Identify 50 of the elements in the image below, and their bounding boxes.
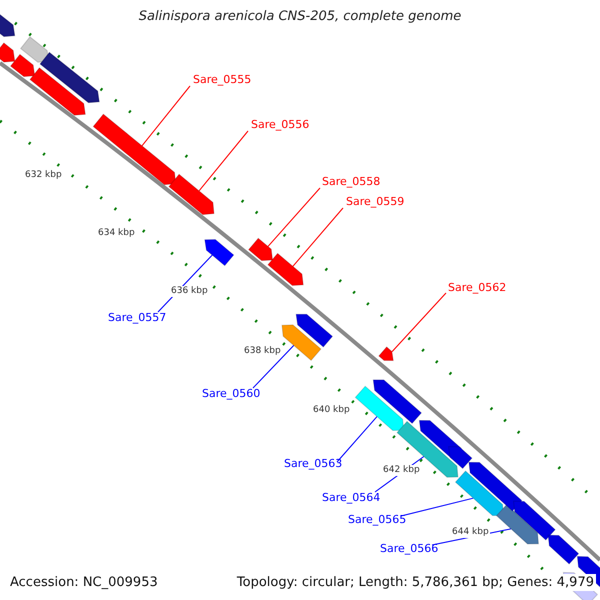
leader-line xyxy=(252,344,294,388)
gene-block xyxy=(378,346,394,362)
scale-label: 636 kbp xyxy=(170,286,209,297)
gene-block xyxy=(354,385,404,432)
accession-text: Accession: NC_009953 xyxy=(8,574,160,591)
gene-label: Sare_0566 xyxy=(380,543,438,554)
title: Salinispora arenicola CNS-205, complete genome xyxy=(138,10,462,23)
gene-block xyxy=(10,54,36,78)
gene-label: Sare_0559 xyxy=(346,196,404,207)
gene-block xyxy=(454,470,504,516)
scale-label: 632 kbp xyxy=(24,170,63,181)
gene-block xyxy=(548,534,580,565)
gene-label: Sare_0564 xyxy=(322,492,380,503)
gene-block xyxy=(0,42,16,63)
gene-block xyxy=(0,14,16,38)
gene-block xyxy=(468,462,523,512)
gene-block xyxy=(168,174,215,216)
leader-line xyxy=(392,292,446,352)
gene-label: Sare_0560 xyxy=(202,388,260,399)
gene-label: Sare_0565 xyxy=(348,514,406,525)
gene-label: Sare_0557 xyxy=(108,312,166,323)
gene-label: Sare_0555 xyxy=(193,74,252,85)
scale-label: 644 kbp xyxy=(451,527,490,538)
gene-block xyxy=(372,379,422,424)
scale-label: 640 kbp xyxy=(312,405,351,416)
gene-label: Sare_0558 xyxy=(322,176,380,187)
gene-block xyxy=(448,446,473,470)
leader-line xyxy=(400,498,474,516)
leader-line xyxy=(142,86,190,146)
gene-block xyxy=(512,500,556,541)
gene-label: Sare_0556 xyxy=(251,119,310,130)
gene-block xyxy=(20,36,50,63)
gene-block xyxy=(92,113,176,186)
gene-block xyxy=(296,314,334,348)
gene-block xyxy=(248,238,274,262)
gene-block xyxy=(281,324,322,362)
scale-label: 642 kbp xyxy=(382,465,421,476)
gene-block xyxy=(39,52,100,104)
leader-line xyxy=(198,130,248,192)
leader-line xyxy=(336,416,378,462)
scale-label: 638 kbp xyxy=(243,346,282,357)
gene-block xyxy=(29,67,86,116)
gene-label: Sare_0563 xyxy=(284,458,342,469)
gene-block xyxy=(267,252,304,286)
gene-label: Sare_0562 xyxy=(448,282,506,293)
leader-line xyxy=(292,208,344,267)
scale-label: 634 kbp xyxy=(97,228,136,239)
gene-block xyxy=(204,239,234,266)
gene-block xyxy=(496,504,539,544)
leader-line xyxy=(268,188,320,247)
